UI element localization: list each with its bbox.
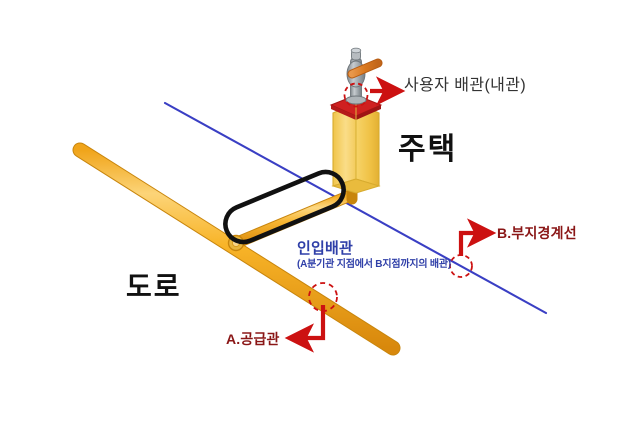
inlet-pipe-highlight-capsule [223, 169, 346, 245]
label-point-a-supply-pipe: A.공급관 [226, 331, 280, 347]
house-block [329, 94, 383, 194]
label-road: 도로 [126, 271, 182, 302]
marker-user-pipe-circle [343, 82, 369, 108]
valve-handle [347, 58, 383, 79]
annotation-arrow-point-a [284, 305, 326, 353]
label-point-b-boundary-line: B.부지경계선 [497, 225, 577, 241]
meter-valve [345, 47, 383, 105]
label-user-pipe: 사용자 배관(내관) [404, 77, 527, 94]
label-house: 주택 [398, 133, 458, 166]
boundary-line-blue [163, 101, 548, 315]
label-inlet-pipe-subtitle: (A분기관 지점에서 B지점까지의 배관) [297, 259, 452, 270]
label-inlet-pipe-title: 인입배관 [297, 240, 354, 257]
annotation-arrow-point-b [458, 218, 497, 256]
